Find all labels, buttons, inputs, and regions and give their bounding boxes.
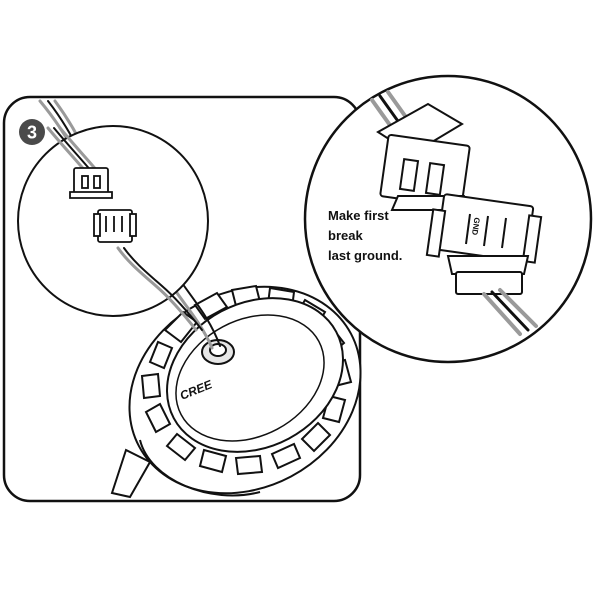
large-connector-socket	[425, 193, 543, 295]
callout-line-2: break	[328, 228, 363, 243]
large-circle-bottom-wires	[482, 288, 538, 336]
step-number: 3	[27, 123, 37, 143]
callout-line-1: Make first	[328, 208, 389, 223]
callout-line-3: last ground.	[328, 248, 402, 263]
large-circle-top-wires	[370, 90, 410, 130]
callout-note: Make first break last ground.	[328, 208, 402, 263]
small-connector-socket	[93, 209, 137, 243]
step-badge	[19, 119, 45, 145]
led-fixture	[110, 284, 362, 499]
large-connector-plug	[376, 102, 472, 211]
ground-pin-label: GND	[470, 217, 481, 236]
small-connector-plug	[69, 167, 113, 199]
